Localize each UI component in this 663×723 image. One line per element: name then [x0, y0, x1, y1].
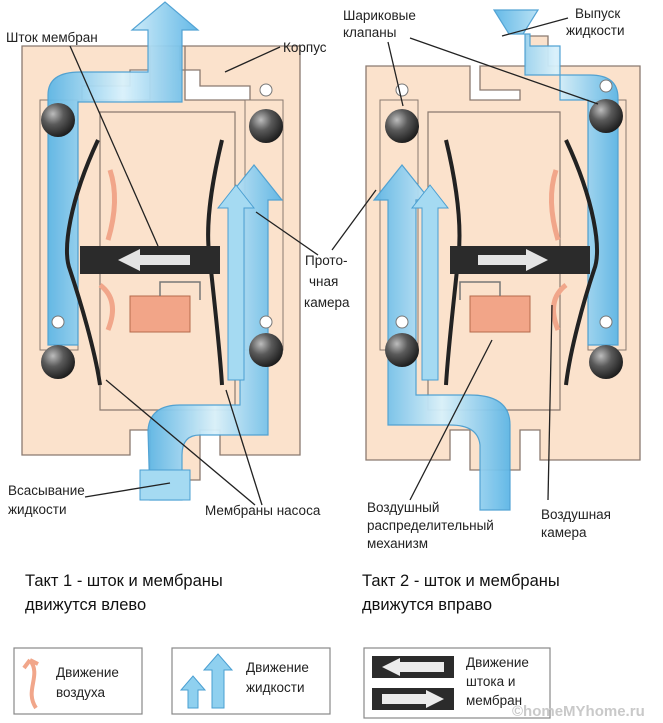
liquid-arrow-up [216, 184, 256, 381]
caption-stroke-1-line: Такт 1 - шток и мембраны [25, 572, 223, 590]
membrane-left-a [65, 139, 102, 386]
legend-liquid-line: Движение [246, 660, 309, 675]
label-flow-chamber: Прото- чная камера [304, 253, 351, 310]
pump-right [365, 9, 641, 511]
stem-right-legend-icon [382, 690, 444, 708]
label-air-chamber: Воздушная камера [541, 507, 615, 540]
label-ball-valves: Шариковые клапаны [343, 8, 420, 40]
label-air-distributor-line: Воздушный [367, 500, 439, 515]
label-suction: Всасывание жидкости [8, 483, 89, 517]
legend-stem-line: Движение [466, 655, 529, 670]
label-ball-valves-line: Шариковые [343, 8, 416, 23]
pump-left [21, 1, 301, 501]
caption-stroke-1: Такт 1 - шток и мембраны движутся влево [25, 572, 227, 614]
legend-air-line: воздуха [56, 685, 105, 700]
legend-stem-line: штока и [466, 674, 515, 689]
label-outlet-line: жидкости [566, 23, 625, 38]
caption-stroke-1-line: движутся влево [25, 596, 146, 614]
legend-liquid-line: жидкости [246, 680, 305, 695]
label-air-distributor-line: распределительный [367, 518, 494, 533]
label-outlet: Выпуск жидкости [566, 6, 625, 38]
valve-ball-left-top [385, 109, 419, 143]
membrane-right-b [564, 139, 599, 386]
valve-ball-left-top [41, 103, 75, 137]
legend-stem-text: Движение штока и мембран [466, 655, 533, 708]
valve-ball-left-bottom [385, 333, 419, 367]
air-flow-right-b [551, 283, 568, 331]
label-pump-membranes: Мембраны насоса [205, 503, 321, 518]
stem-left-legend-icon [382, 658, 444, 676]
labels: Шток мембран Корпус Шариковые клапаны Вы… [6, 6, 625, 551]
valve-seat [599, 79, 613, 93]
air-flow-left-b [98, 283, 115, 331]
captions: Такт 1 - шток и мембраны движутся влево … [25, 572, 564, 614]
liquid-flow-inlet-right [372, 164, 511, 511]
label-body: Корпус [283, 40, 327, 55]
caption-stroke-2-line: движутся вправо [362, 596, 492, 614]
label-air-chamber-line: камера [541, 525, 587, 540]
air-flow-right-a [548, 169, 561, 241]
suction-arrow [139, 469, 191, 501]
label-air-distributor: Воздушный распределительный механизм [367, 500, 498, 551]
legend-air: Движение воздуха [13, 647, 143, 715]
liquid-flow-outlet-left [47, 1, 200, 346]
legend-air-line: Движение [56, 665, 119, 680]
legend-stem-line: мембран [466, 693, 522, 708]
valve-ball-right-bottom [589, 345, 623, 379]
valve-seat [599, 315, 613, 329]
label-outlet-line: Выпуск [575, 6, 620, 21]
air-legend-icon [22, 658, 39, 710]
label-suction-line: жидкости [8, 502, 67, 517]
label-air-distributor-line: механизм [367, 536, 428, 551]
valve-ball-right-bottom [249, 333, 283, 367]
distributor-pipe-right [459, 281, 501, 300]
valve-ball-left-bottom [41, 345, 75, 379]
label-air-chamber-line: Воздушная [541, 507, 611, 522]
label-flow-chamber-line: камера [304, 295, 350, 310]
valve-seat [51, 315, 65, 329]
air-flow-left-a [105, 169, 118, 241]
liquid-flow-outlet-right [492, 9, 619, 346]
valve-seat [259, 315, 273, 329]
label-stem: Шток мембран [6, 30, 98, 45]
valve-seat [395, 315, 409, 329]
distributor-pipe-left [159, 281, 201, 300]
caption-stroke-2-line: Такт 2 - шток и мембраны [362, 572, 560, 590]
stem-direction-arrow-left [118, 249, 190, 271]
label-ball-valves-line: клапаны [343, 25, 396, 40]
liquid-legend-icon-a [179, 675, 207, 709]
liquid-legend-icon-b [202, 653, 234, 709]
legend-air-text: Движение воздуха [56, 665, 123, 700]
caption-stroke-2: Такт 2 - шток и мембраны движутся вправо [362, 572, 564, 614]
valve-seat [259, 83, 273, 97]
air-distributor-right [469, 295, 531, 333]
leader-lines [69, 17, 599, 506]
watermark: ©homeMYhome.ru [512, 703, 645, 720]
valve-ball-right-top [589, 99, 623, 133]
stem-direction-arrow-right [478, 249, 548, 271]
label-flow-chamber-line: Прото- [305, 253, 347, 268]
air-distributor-left [129, 295, 191, 333]
legend: Движение воздуха Движение жидкости Движе… [13, 647, 551, 719]
legend-liquid: Движение жидкости [171, 647, 331, 715]
valve-ball-right-top [249, 109, 283, 143]
legend-stem: Движение штока и мембран [363, 647, 551, 719]
label-suction-line: Всасывание [8, 483, 85, 498]
legend-liquid-text: Движение жидкости [246, 660, 313, 695]
liquid-arrow-up [410, 184, 450, 381]
label-flow-chamber-line: чная [309, 274, 338, 289]
